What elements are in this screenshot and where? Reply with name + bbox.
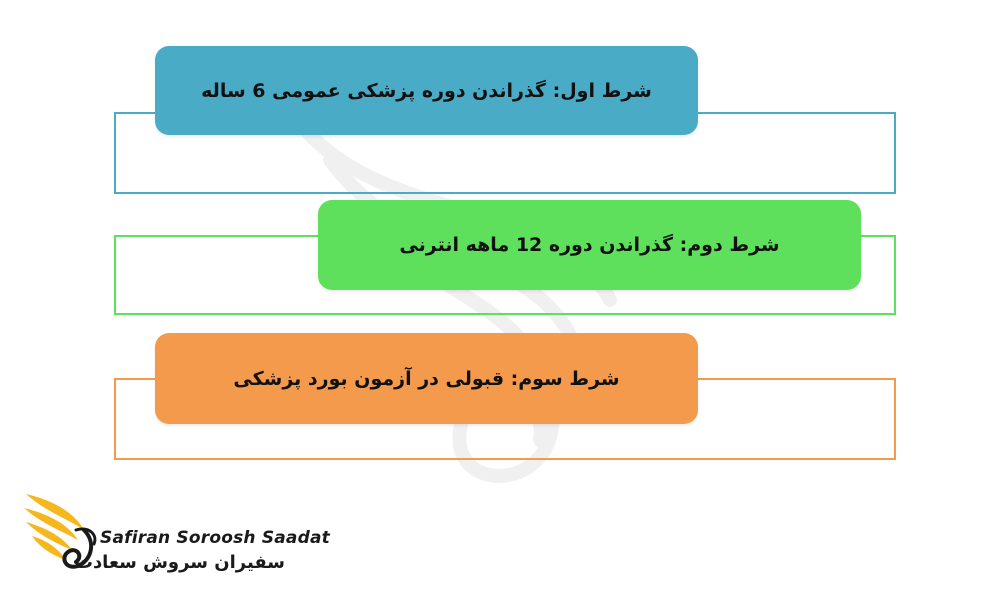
condition-2-box: شرط دوم: گذراندن دوره 12 ماهه انترنی	[318, 200, 861, 290]
condition-3-text: شرط سوم: قبولی در آزمون بورد پزشکی	[233, 367, 620, 390]
condition-1-box: شرط اول: گذراندن دوره پزشکی عمومی 6 ساله	[155, 46, 698, 135]
condition-2-text: شرط دوم: گذراندن دوره 12 ماهه انترنی	[399, 234, 780, 256]
condition-1-text: شرط اول: گذراندن دوره پزشکی عمومی 6 ساله	[201, 79, 652, 102]
company-logo: Safiran Soroosh Saadat سفیران سروش سعادت	[22, 490, 330, 585]
logo-name-english: Safiran Soroosh Saadat	[100, 528, 330, 548]
logo-name-persian: سفیران سروش سعادت	[74, 552, 285, 573]
golden-wing-icon	[24, 494, 97, 569]
condition-3-box: شرط سوم: قبولی در آزمون بورد پزشکی	[155, 333, 698, 424]
